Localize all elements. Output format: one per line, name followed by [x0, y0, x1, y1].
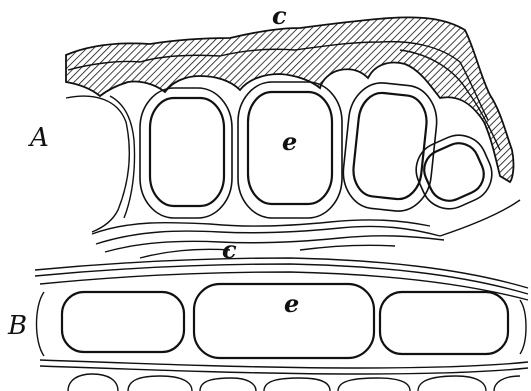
- panel-a-lower-wall-3: [105, 236, 444, 252]
- panel-b-cuticle-inner: [35, 264, 528, 294]
- panel-b-lower-arch-6: [418, 376, 486, 391]
- panel-a-right-wall: [440, 200, 520, 236]
- panel-b-lower-arch-3: [200, 378, 256, 391]
- panel-b-right-wall: [520, 300, 526, 354]
- panel-a-label: A: [28, 123, 49, 153]
- panel-b-epidermis-label: e: [284, 289, 299, 318]
- panel-b-cuticle-label: c: [222, 235, 237, 264]
- panel-a-lower-wall-2: [96, 226, 440, 244]
- panel-a-cell-1-lumen: [150, 98, 224, 206]
- panel-a-epidermis-label: e: [282, 127, 297, 156]
- panel-a-cuticle: [66, 17, 513, 182]
- panel-a-left-cell-wall: [66, 96, 129, 232]
- panel-b-lower-arch-2: [128, 376, 192, 391]
- panel-a-lower-wall-5: [300, 245, 395, 250]
- panel-a-cell-3-lumen: [351, 91, 429, 202]
- panel-b-left-wall: [37, 292, 45, 356]
- panel-b-label: B: [7, 311, 27, 341]
- panel-b-lower-arch-4: [264, 378, 330, 391]
- panel-a-lower-wall-4: [140, 249, 230, 258]
- panel-b-bottom-wall-1: [40, 360, 528, 368]
- panel-b: [35, 258, 528, 391]
- panel-b-lower-arch-7: [494, 376, 520, 391]
- panel-a-cuticle-label: c: [272, 1, 287, 30]
- panel-b-cell-1: [62, 292, 184, 352]
- panel-b-lower-arch-5: [338, 378, 410, 391]
- panel-b-cell-3: [380, 292, 508, 354]
- panel-b-lower-arch-1: [68, 374, 118, 391]
